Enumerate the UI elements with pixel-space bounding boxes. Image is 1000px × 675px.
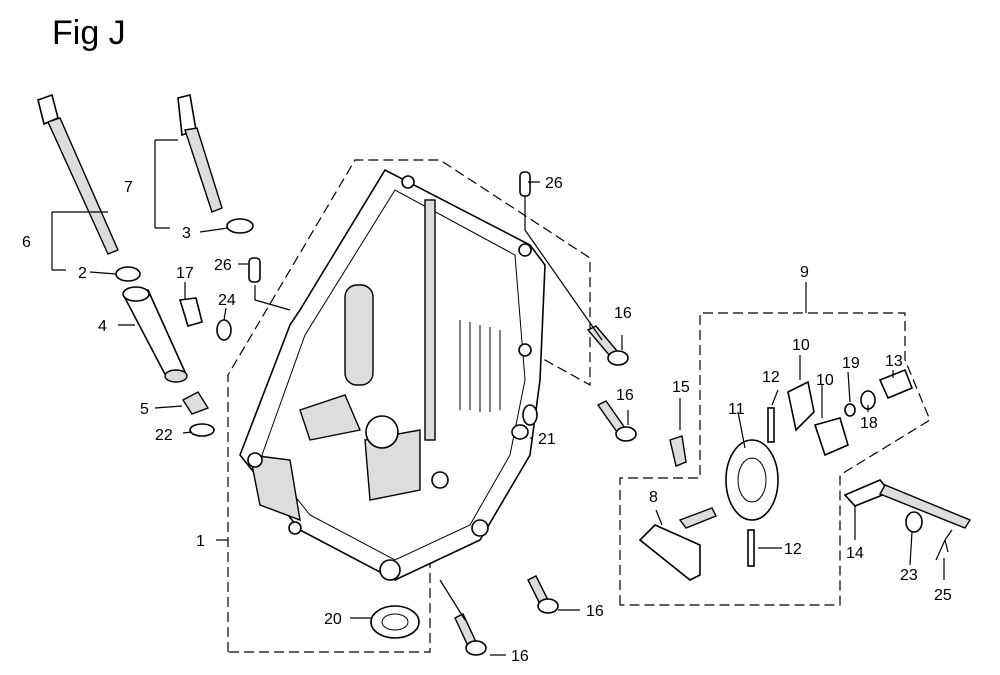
callout-20: 20: [324, 611, 342, 628]
callout-10-lower: 10: [816, 372, 834, 389]
callout-1: 1: [196, 533, 205, 550]
callout-16-upper: 16: [614, 305, 632, 322]
washer-23: [905, 511, 923, 533]
dowel-pin-26-left: [248, 257, 261, 283]
plug-17: [178, 297, 203, 327]
callout-16-lower: 16: [586, 603, 604, 620]
washer-24: [216, 319, 232, 341]
oil-seal-20: [370, 605, 420, 639]
callout-14: 14: [846, 545, 864, 562]
crankcase-cover: [239, 168, 546, 581]
callout-18: 18: [860, 415, 878, 432]
washer-22: [189, 423, 215, 437]
pin-12-lower: [747, 529, 755, 567]
o-ring-3: [226, 218, 254, 234]
callout-9: 9: [800, 264, 809, 281]
governor-assembly-outline: [619, 312, 931, 606]
callout-23: 23: [900, 567, 918, 584]
callout-5: 5: [140, 401, 149, 418]
figure-title: Fig J: [52, 14, 126, 52]
callout-4: 4: [98, 318, 107, 335]
callout-8: 8: [649, 489, 658, 506]
washer-19: [844, 403, 856, 417]
washer-21: [511, 424, 529, 440]
weight-10-upper: [787, 380, 815, 432]
callout-12-lower: 12: [784, 541, 802, 558]
leader-lines: [51, 139, 945, 656]
callout-16-middle: 16: [616, 387, 634, 404]
callout-21: 21: [538, 431, 556, 448]
clip-5: [182, 391, 210, 415]
o-ring-2: [115, 266, 141, 282]
callout-16-bottom: 16: [511, 648, 529, 665]
flange-bolt-middle: [596, 400, 637, 442]
bolt-15: [669, 435, 687, 467]
callout-6: 6: [22, 234, 31, 251]
governor-shaft-14: [843, 479, 972, 529]
governor-arm-8: [638, 507, 717, 581]
callout-2: 2: [78, 265, 87, 282]
callout-19: 19: [842, 355, 860, 372]
slider-13: [878, 368, 914, 400]
callout-7: 7: [124, 179, 133, 196]
clip-25: [935, 529, 953, 561]
dipstick-long: [37, 93, 119, 255]
governor-gear-11: [725, 439, 779, 521]
seal-cover: [522, 404, 538, 426]
callout-3: 3: [182, 225, 191, 242]
callout-17: 17: [176, 265, 194, 282]
callout-12-upper: 12: [762, 369, 780, 386]
oil-filler-tube: [122, 286, 188, 383]
weight-10-lower: [813, 417, 849, 457]
callout-15: 15: [672, 379, 690, 396]
dowel-pin-26-right: [519, 171, 531, 197]
callout-25: 25: [934, 587, 952, 604]
callout-26-left: 26: [214, 257, 232, 274]
flange-bolt-lower-right: [527, 575, 559, 614]
flange-bolt-lower-left: [454, 613, 487, 656]
callout-26-right: 26: [545, 175, 563, 192]
callout-11: 11: [728, 401, 745, 418]
callout-10-upper: 10: [792, 337, 810, 354]
dipstick-short: [177, 94, 223, 213]
callout-24: 24: [218, 292, 236, 309]
pin-12-upper: [767, 407, 775, 443]
callout-13: 13: [885, 353, 903, 370]
callout-22: 22: [155, 427, 173, 444]
